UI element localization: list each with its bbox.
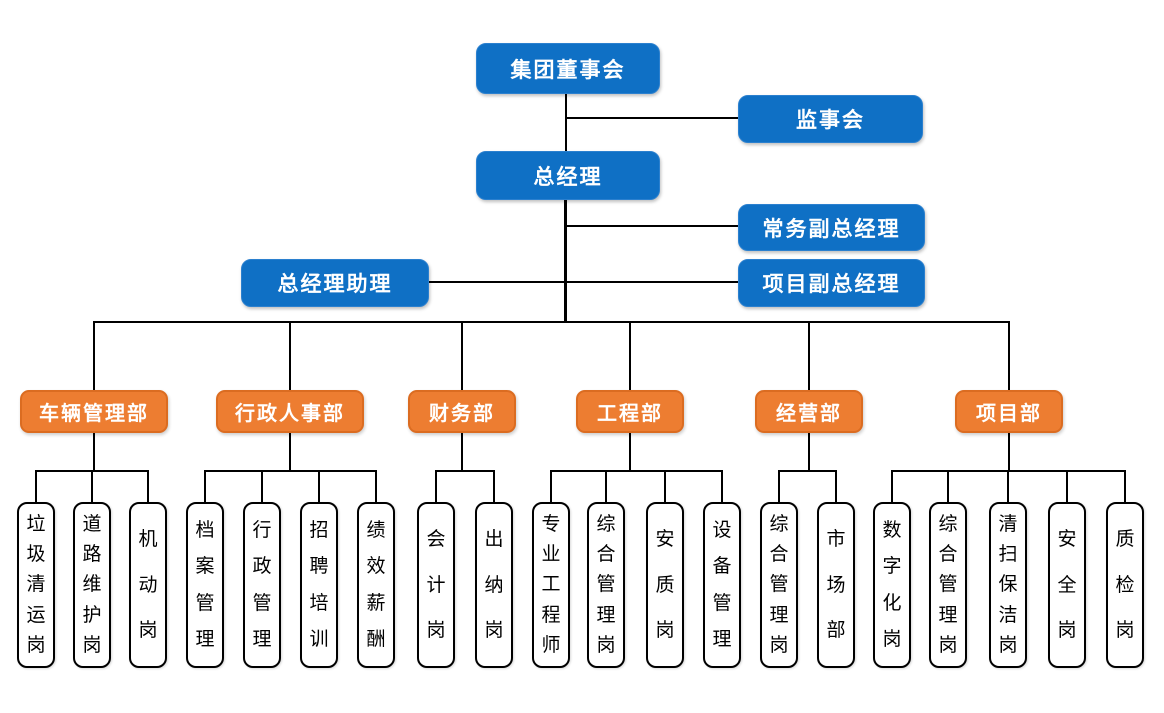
- connector-exec-deputy-branch: [566, 225, 738, 227]
- connector-drop-dept: [93, 321, 95, 391]
- connector-drop-pos: [550, 470, 552, 503]
- connector-sub-bus: [551, 470, 723, 472]
- position-box: 行政管理: [243, 502, 281, 668]
- position-box: 安全岗: [1048, 502, 1086, 668]
- dept-box-operations: 经营部: [755, 390, 863, 433]
- position-box: 专业工程师: [532, 502, 570, 668]
- position-box: 档案管理: [186, 502, 224, 668]
- connector-dept-stem: [461, 433, 463, 471]
- connector-drop-dept: [289, 321, 291, 391]
- connector-drop-pos: [91, 470, 93, 503]
- connector-main-bus: [94, 321, 1010, 323]
- position-box: 设备管理: [703, 502, 741, 668]
- supervisory-board-box: 监事会: [738, 95, 923, 143]
- position-box: 安质岗: [646, 502, 684, 668]
- connector-drop-dept: [629, 321, 631, 391]
- connector-drop-dept: [808, 321, 810, 391]
- connector-project-deputy-branch: [566, 281, 738, 283]
- position-box: 招聘培训: [300, 502, 338, 668]
- connector-drop-pos: [261, 470, 263, 503]
- connector-dept-stem: [629, 433, 631, 471]
- connector-drop-pos: [891, 470, 893, 503]
- connector-dept-stem: [93, 433, 95, 471]
- connector-drop-pos: [35, 470, 37, 503]
- connector-drop-pos: [947, 470, 949, 503]
- position-box: 机动岗: [129, 502, 167, 668]
- connector-drop-dept: [1008, 321, 1010, 391]
- connector-trunk-lower: [564, 199, 567, 322]
- connector-dept-stem: [289, 433, 291, 471]
- connector-sub-bus: [892, 470, 1126, 472]
- dept-box-admin-hr: 行政人事部: [216, 390, 364, 433]
- project-deputy-gm-box: 项目副总经理: [738, 259, 925, 307]
- connector-sub-bus: [205, 470, 377, 472]
- connector-drop-pos: [1007, 470, 1009, 503]
- dept-box-project: 项目部: [955, 390, 1063, 433]
- position-box: 质检岗: [1106, 502, 1144, 668]
- connector-drop-pos: [204, 470, 206, 503]
- position-box: 数字化岗: [873, 502, 911, 668]
- dept-box-finance: 财务部: [408, 390, 516, 433]
- dept-box-vehicle-management: 车辆管理部: [20, 390, 168, 433]
- connector-dept-stem: [808, 433, 810, 471]
- connector-drop-pos: [435, 470, 437, 503]
- board-box: 集团董事会: [476, 43, 660, 94]
- connector-trunk-upper: [565, 92, 567, 199]
- connector-drop-pos: [375, 470, 377, 503]
- position-box: 道路维护岗: [73, 502, 111, 668]
- connector-sub-bus: [436, 470, 495, 472]
- general-manager-box: 总经理: [476, 151, 660, 200]
- gm-assistant-box: 总经理助理: [241, 259, 429, 307]
- position-box: 综合管理岗: [760, 502, 798, 668]
- connector-supervisory-branch: [566, 117, 738, 119]
- connector-drop-pos: [835, 470, 837, 503]
- connector-drop-pos: [778, 470, 780, 503]
- position-box: 市场部: [817, 502, 855, 668]
- position-box: 清扫保洁岗: [989, 502, 1027, 668]
- connector-drop-dept: [461, 321, 463, 391]
- connector-drop-pos: [721, 470, 723, 503]
- position-box: 会计岗: [417, 502, 455, 668]
- connector-drop-pos: [664, 470, 666, 503]
- connector-drop-pos: [1066, 470, 1068, 503]
- position-box: 垃圾清运岗: [17, 502, 55, 668]
- position-box: 综合管理岗: [587, 502, 625, 668]
- connector-sub-bus: [779, 470, 837, 472]
- connector-drop-pos: [1124, 470, 1126, 503]
- position-box: 出纳岗: [475, 502, 513, 668]
- connector-drop-pos: [318, 470, 320, 503]
- connector-dept-stem: [1008, 433, 1010, 471]
- connector-drop-pos: [147, 470, 149, 503]
- connector-drop-pos: [605, 470, 607, 503]
- connector-gm-assistant-branch: [427, 281, 566, 283]
- executive-deputy-gm-box: 常务副总经理: [738, 204, 925, 251]
- position-box: 综合管理岗: [929, 502, 967, 668]
- dept-box-engineering: 工程部: [576, 390, 684, 433]
- position-box: 绩效薪酬: [357, 502, 395, 668]
- connector-drop-pos: [493, 470, 495, 503]
